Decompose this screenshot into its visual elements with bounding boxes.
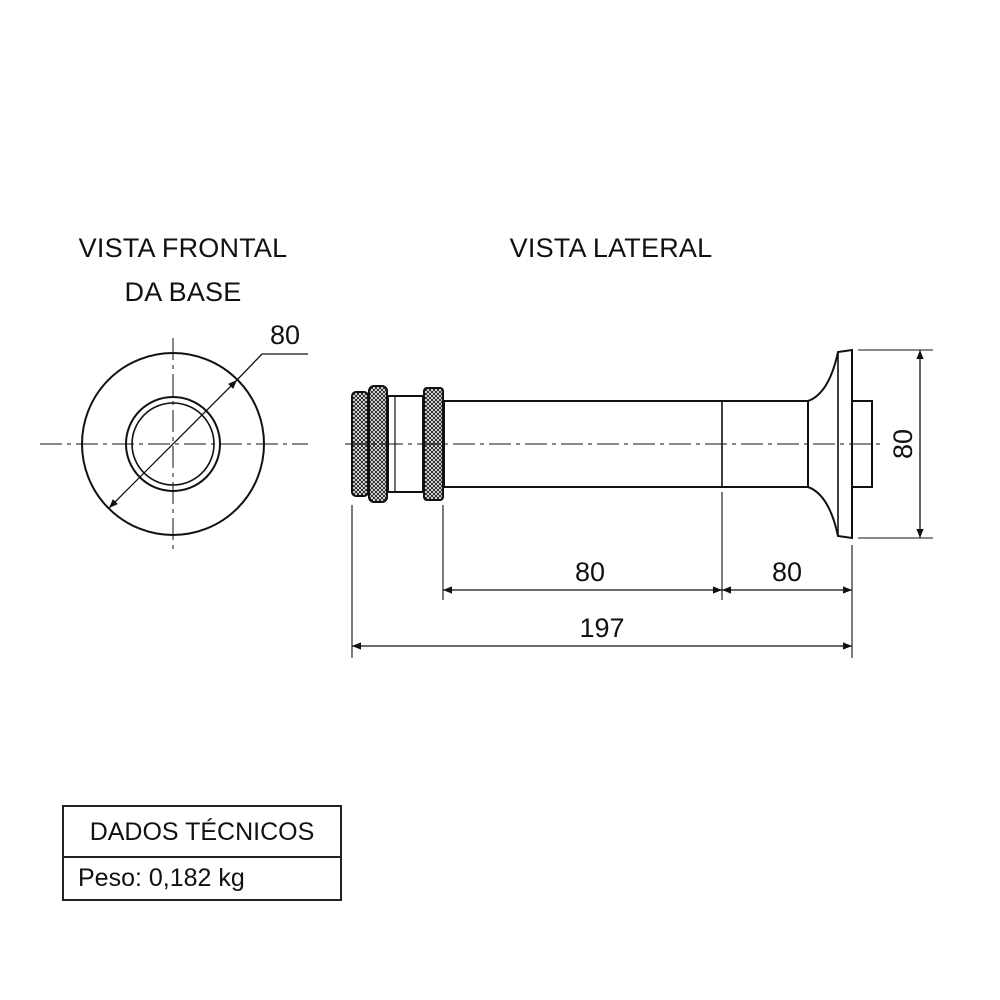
front-view-drawing: 80 — [40, 320, 308, 552]
tube-length-value: 80 — [575, 557, 605, 587]
side-view-title-text: VISTA LATERAL — [509, 233, 713, 263]
side-height-value: 80 — [888, 429, 918, 459]
side-view-title: VISTA LATERAL — [480, 226, 742, 270]
front-diameter-leader — [236, 353, 308, 381]
base-length-value: 80 — [772, 557, 802, 587]
front-view-title-line2: DA BASE — [124, 277, 242, 307]
extension-lines — [351, 349, 933, 658]
weight-value: Peso: 0,182 kg — [78, 864, 245, 892]
total-length-value: 197 — [579, 613, 624, 643]
front-view-title: VISTA FRONTAL DA BASE — [52, 226, 314, 314]
technical-data-header: DADOS TÉCNICOS — [64, 807, 340, 858]
dimension-lines — [352, 350, 924, 650]
front-diameter-dimension-line — [108, 379, 238, 509]
front-diameter-value: 80 — [270, 320, 300, 350]
technical-data-table: DADOS TÉCNICOS Peso: 0,182 kg — [62, 805, 342, 901]
front-view-title-line1: VISTA FRONTAL — [78, 233, 288, 263]
